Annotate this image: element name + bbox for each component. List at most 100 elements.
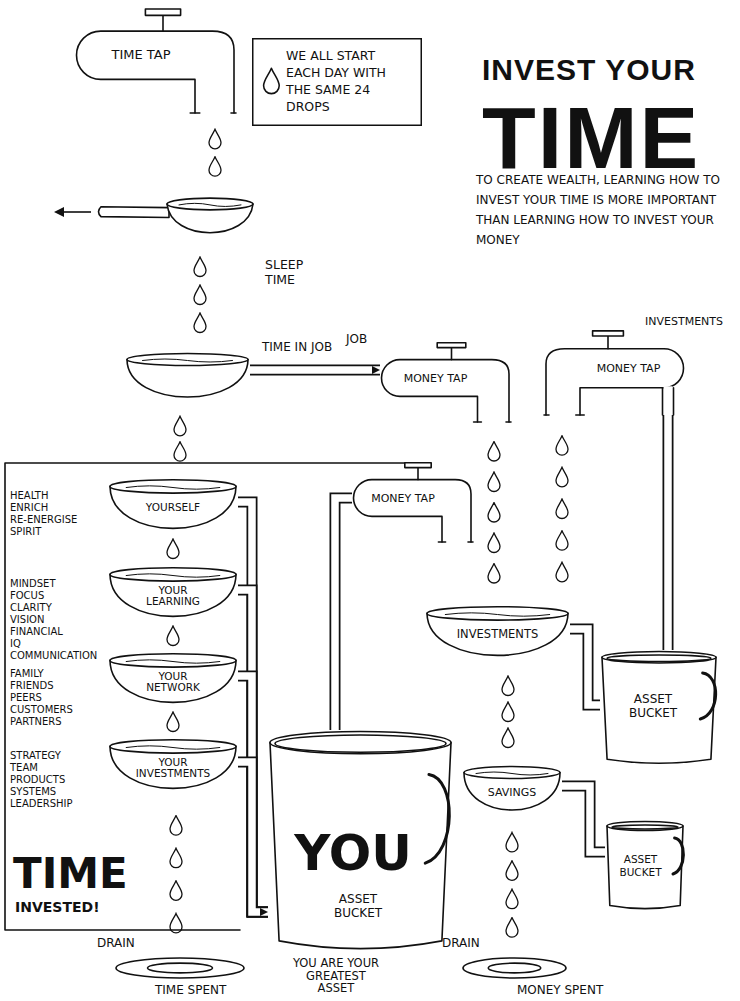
job-bowl: TIME IN JOB [125, 352, 250, 402]
drain-hole [148, 963, 213, 973]
bowl-rim [464, 767, 560, 779]
bowl-label: YOUR INVESTMENTS [133, 757, 213, 780]
time-bowl: YOUR INVESTMENTSSTRATEGY TEAM PRODUCTS S… [108, 738, 238, 794]
time-bowl: YOURSELFHEALTH ENRICH RE-ENERGISE SPIRIT [108, 478, 238, 534]
drip-connector [173, 708, 174, 738]
bowl-label: TIME IN JOB [262, 340, 332, 354]
tap-stem [417, 468, 419, 480]
bucket-title: YOU [288, 828, 418, 878]
tap-drawing [382, 343, 511, 422]
pan-handle [99, 207, 170, 218]
money-bowl: INVESTMENTS [425, 605, 570, 661]
tap-heading: JOB [346, 332, 367, 346]
bowl-water [445, 613, 549, 616]
drip-line [215, 113, 216, 195]
tap-body [382, 360, 509, 422]
drop-shape [264, 68, 280, 93]
drip-connector [180, 402, 181, 478]
note: TO CREATE WEALTH, LEARNING HOW TO INVEST… [476, 170, 734, 250]
money-tap: JOBMONEY TAP [380, 342, 510, 422]
bowl-label: SAVINGS [477, 786, 547, 799]
note-text: WE ALL START EACH DAY WITH THE SAME 24 D… [286, 48, 412, 116]
drip-connector [176, 794, 177, 957]
drain-outline [115, 957, 245, 979]
pipe-connector [250, 370, 380, 371]
bucket-label: ASSET BUCKET [613, 853, 668, 878]
bowl-water [476, 772, 548, 775]
money-bowl: SAVINGS [462, 765, 562, 815]
tap-drawing [544, 331, 684, 415]
pipe-bore [238, 502, 268, 912]
tap-label: MONEY TAP [364, 492, 442, 505]
drain-label: DRAIN [442, 936, 480, 950]
tap-handle [145, 9, 180, 15]
drain-hole [488, 963, 541, 973]
tap-label: TIME TAP [91, 47, 191, 63]
drip-connector [508, 661, 509, 765]
drain-ring [116, 958, 244, 978]
tap-drawing [354, 463, 473, 542]
pipe-bore [335, 498, 352, 730]
bucket-body [270, 743, 451, 949]
drain: DRAINTIME SPENT [115, 957, 245, 979]
pipe-wall [663, 415, 674, 650]
pan-rim [167, 198, 253, 210]
bucket-inner-rim [275, 735, 446, 752]
drip-connector [200, 240, 201, 352]
bucket-label: ASSET BUCKET [612, 692, 694, 721]
asset-bucket: ASSET BUCKET [600, 650, 718, 765]
region-title: TIME [13, 853, 128, 895]
drip-line [494, 422, 495, 605]
pipe-wall [238, 590, 268, 912]
pipe-wall [562, 786, 605, 852]
tap-lip [474, 421, 511, 423]
drip-line [180, 402, 181, 478]
pipe-connector [238, 676, 268, 912]
tap-lip [544, 414, 584, 416]
time-bowl: YOUR NETWORKFAMILY FRIENDS PEERS CUSTOME… [108, 652, 238, 708]
asset-bucket: YOUASSET BUCKET [268, 730, 453, 952]
pipe-connector [570, 629, 600, 705]
bowl-rim [427, 607, 568, 620]
bucket-inner-rim [612, 825, 678, 829]
money-tap: MONEY TAP [352, 462, 472, 542]
title: INVEST YOUR TIME [482, 6, 732, 182]
drip-line [508, 661, 509, 765]
pipe-wall [238, 502, 268, 912]
bucket-handle [425, 774, 449, 863]
pan-outline [95, 195, 255, 240]
bucket-body [602, 657, 716, 763]
pipe-connector [335, 498, 352, 730]
pipe-bore [562, 786, 605, 852]
drop-icon [264, 68, 280, 93]
time-tap: TIME TAP [75, 8, 235, 113]
pipe-bore [570, 629, 600, 705]
tap-handle [593, 331, 624, 336]
pipe-bore [250, 366, 380, 374]
region-subtitle: INVESTED! [15, 899, 100, 916]
bowl-label: YOUR LEARNING [133, 585, 213, 608]
tap-body [77, 31, 234, 113]
time-bowl: YOUR LEARNINGMINDSET FOCUS CLARITY VISIO… [108, 566, 238, 622]
drip-line [200, 240, 201, 352]
drain-caption: MONEY SPENT [517, 983, 603, 997]
bowl-water [126, 660, 220, 663]
drip-line [173, 534, 174, 566]
drip-connector [512, 815, 513, 957]
bowl-rim [110, 654, 236, 667]
tap-stem [451, 348, 453, 360]
drip-line [562, 415, 563, 605]
pan-pointer-head [54, 207, 64, 217]
pipe-connector [668, 415, 669, 650]
bucket-handle [673, 838, 683, 874]
pipe-wall [570, 629, 600, 705]
slogan: YOU ARE YOUR GREATEST ASSET [288, 957, 384, 995]
bucket-inner-rim [607, 655, 711, 662]
pipe-bore [664, 415, 672, 650]
drain: DRAINMONEY SPENT [462, 957, 567, 979]
bowl-label: YOURSELF [133, 502, 213, 514]
pipe-bore [238, 676, 268, 912]
pan-label: SLEEP TIME [265, 257, 303, 287]
box-border [253, 39, 422, 126]
